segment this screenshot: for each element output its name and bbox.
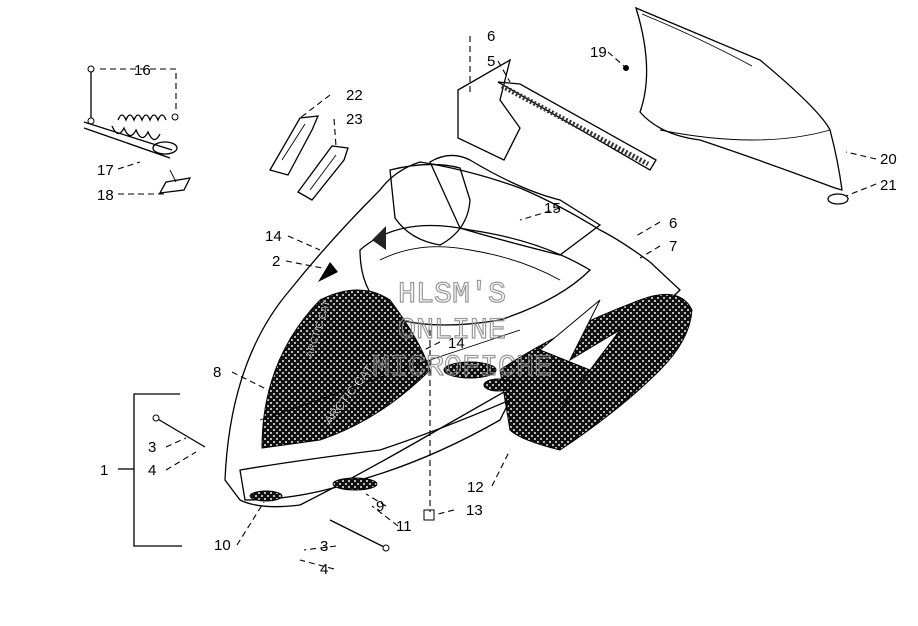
callout-22: 22 (346, 87, 363, 104)
callout-11: 11 (396, 518, 412, 535)
watermark-line-1: HLSM'S (398, 278, 506, 312)
callout-3-left: 3 (148, 439, 156, 456)
callout-13: 13 (466, 502, 483, 519)
callout-14-mid: 14 (448, 335, 465, 352)
leader-lines (100, 36, 877, 570)
callout-19: 19 (590, 44, 607, 61)
callout-7: 7 (669, 238, 677, 255)
callout-1: 1 (100, 462, 108, 479)
callout-15: 15 (544, 200, 561, 217)
callout-16: 16 (134, 62, 151, 79)
callout-10: 10 (214, 537, 231, 554)
callout-17: 17 (97, 162, 114, 179)
callout-8: 8 (213, 364, 221, 381)
callout-12: 12 (467, 479, 484, 496)
callout-2: 2 (272, 253, 280, 270)
upper-panel-part (457, 58, 657, 171)
vent-part (269, 115, 349, 201)
hardware-parts (152, 414, 435, 552)
watermark-line-2: ONLINE (398, 314, 506, 348)
callout-4-left: 4 (148, 462, 156, 479)
callout-3-bottom: 3 (320, 538, 328, 555)
callout-23: 23 (346, 111, 363, 128)
callout-6-side: 6 (669, 215, 677, 232)
callout-4-bottom: 4 (320, 561, 328, 578)
callout-21: 21 (880, 177, 897, 194)
callout-6-top: 6 (487, 28, 495, 45)
callout-14-top: 14 (265, 228, 282, 245)
handle-kit-part (83, 65, 192, 194)
callout-9: 9 (376, 498, 384, 515)
watermark: HLSM'S ONLINE MICROFICHE (371, 277, 552, 385)
callout-labels: 16 17 18 22 23 6 5 19 20 21 15 6 7 14 2 … (97, 28, 897, 578)
hood-body (224, 154, 693, 508)
callout-20: 20 (880, 151, 897, 168)
callout-18: 18 (97, 187, 114, 204)
callout-5: 5 (487, 53, 495, 70)
windshield-part (623, 6, 849, 205)
watermark-line-3: MICROFICHE (372, 351, 552, 385)
